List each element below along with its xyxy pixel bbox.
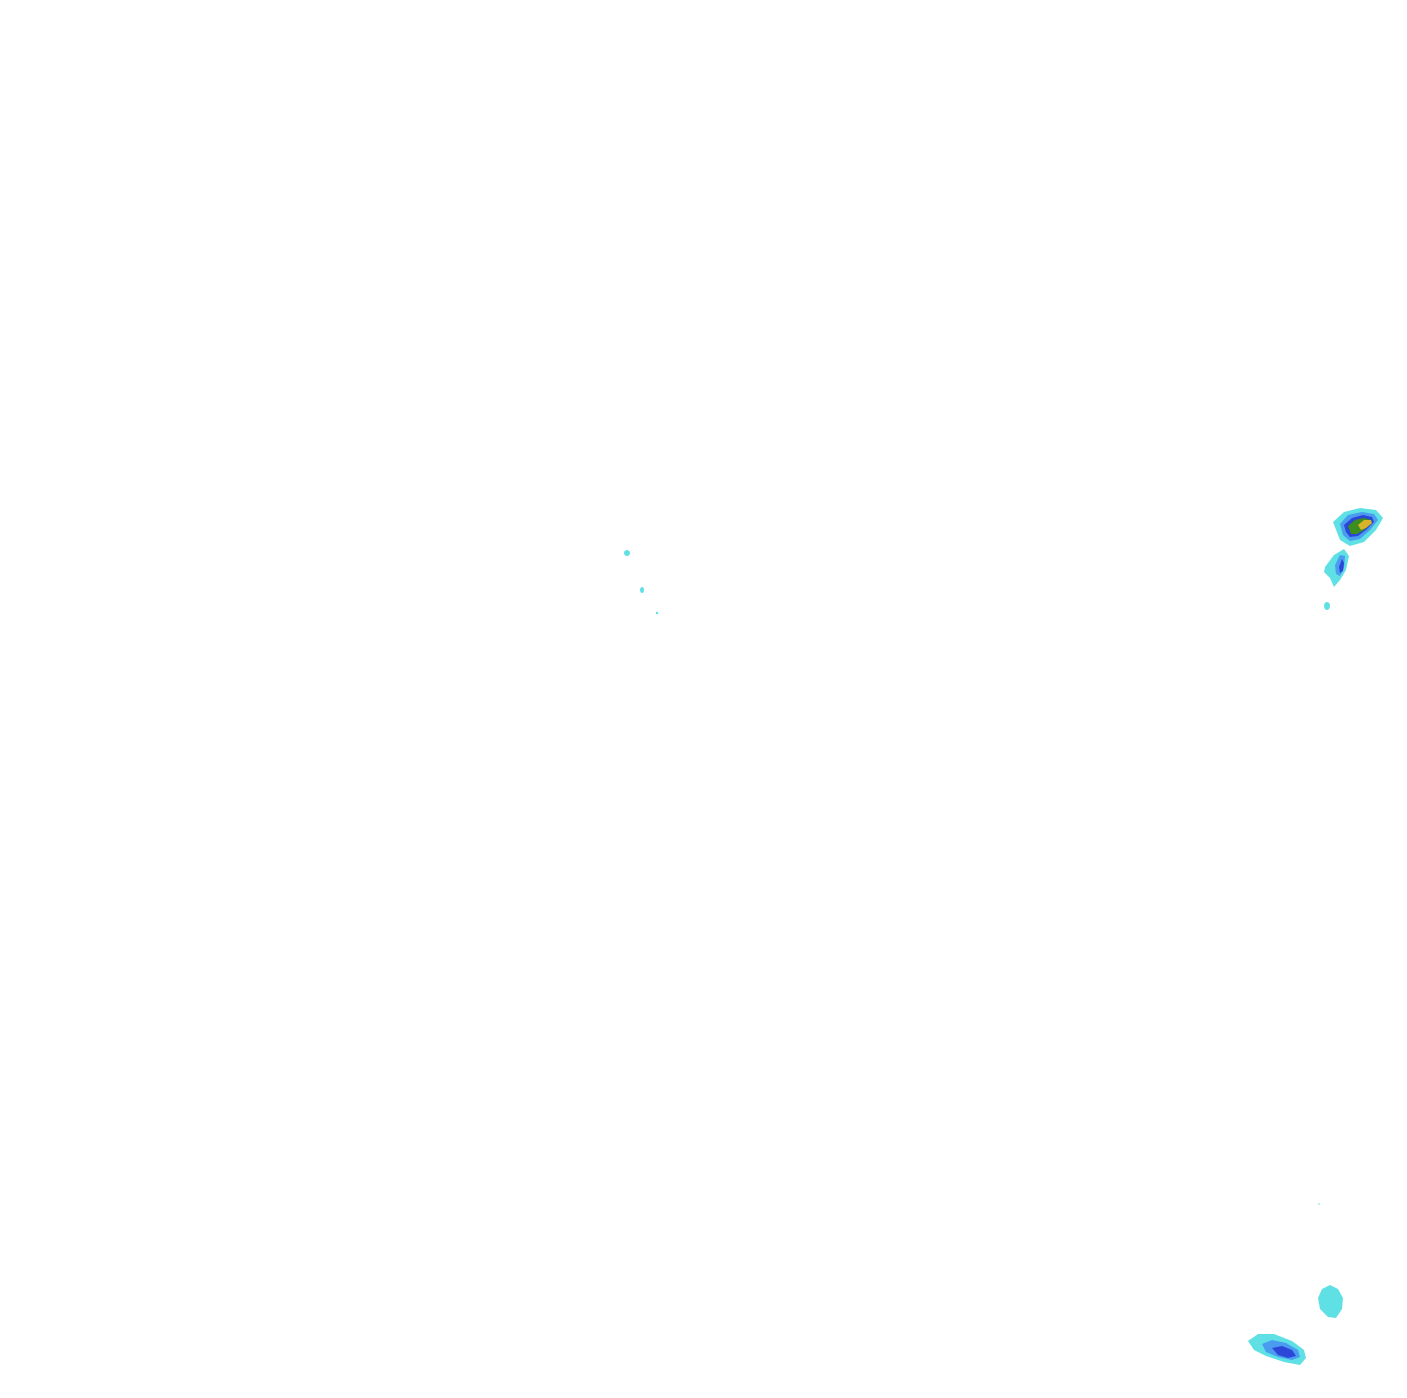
cell-southeast-elongated	[1248, 1334, 1306, 1365]
cell-northeast-secondary	[1324, 549, 1349, 587]
cell-southeast-round	[1318, 1203, 1343, 1318]
central-speck-1	[624, 550, 630, 556]
cell-southeast-tiny-dot	[1318, 1203, 1320, 1205]
cell-southeast-elongated-heavy	[1272, 1346, 1296, 1358]
cell-northeast-speck	[1324, 602, 1330, 610]
cell-southeast-round-light	[1318, 1285, 1343, 1318]
central-speck-3	[655, 611, 659, 615]
cell-northeast-main-extreme	[1358, 520, 1372, 530]
cell-central-specks	[624, 550, 659, 615]
cell-northeast-speck-light	[1324, 602, 1330, 610]
central-speck-2	[640, 587, 644, 593]
cell-northeast-main	[1333, 508, 1383, 546]
cell-northeast-secondary-heavy	[1339, 559, 1344, 573]
